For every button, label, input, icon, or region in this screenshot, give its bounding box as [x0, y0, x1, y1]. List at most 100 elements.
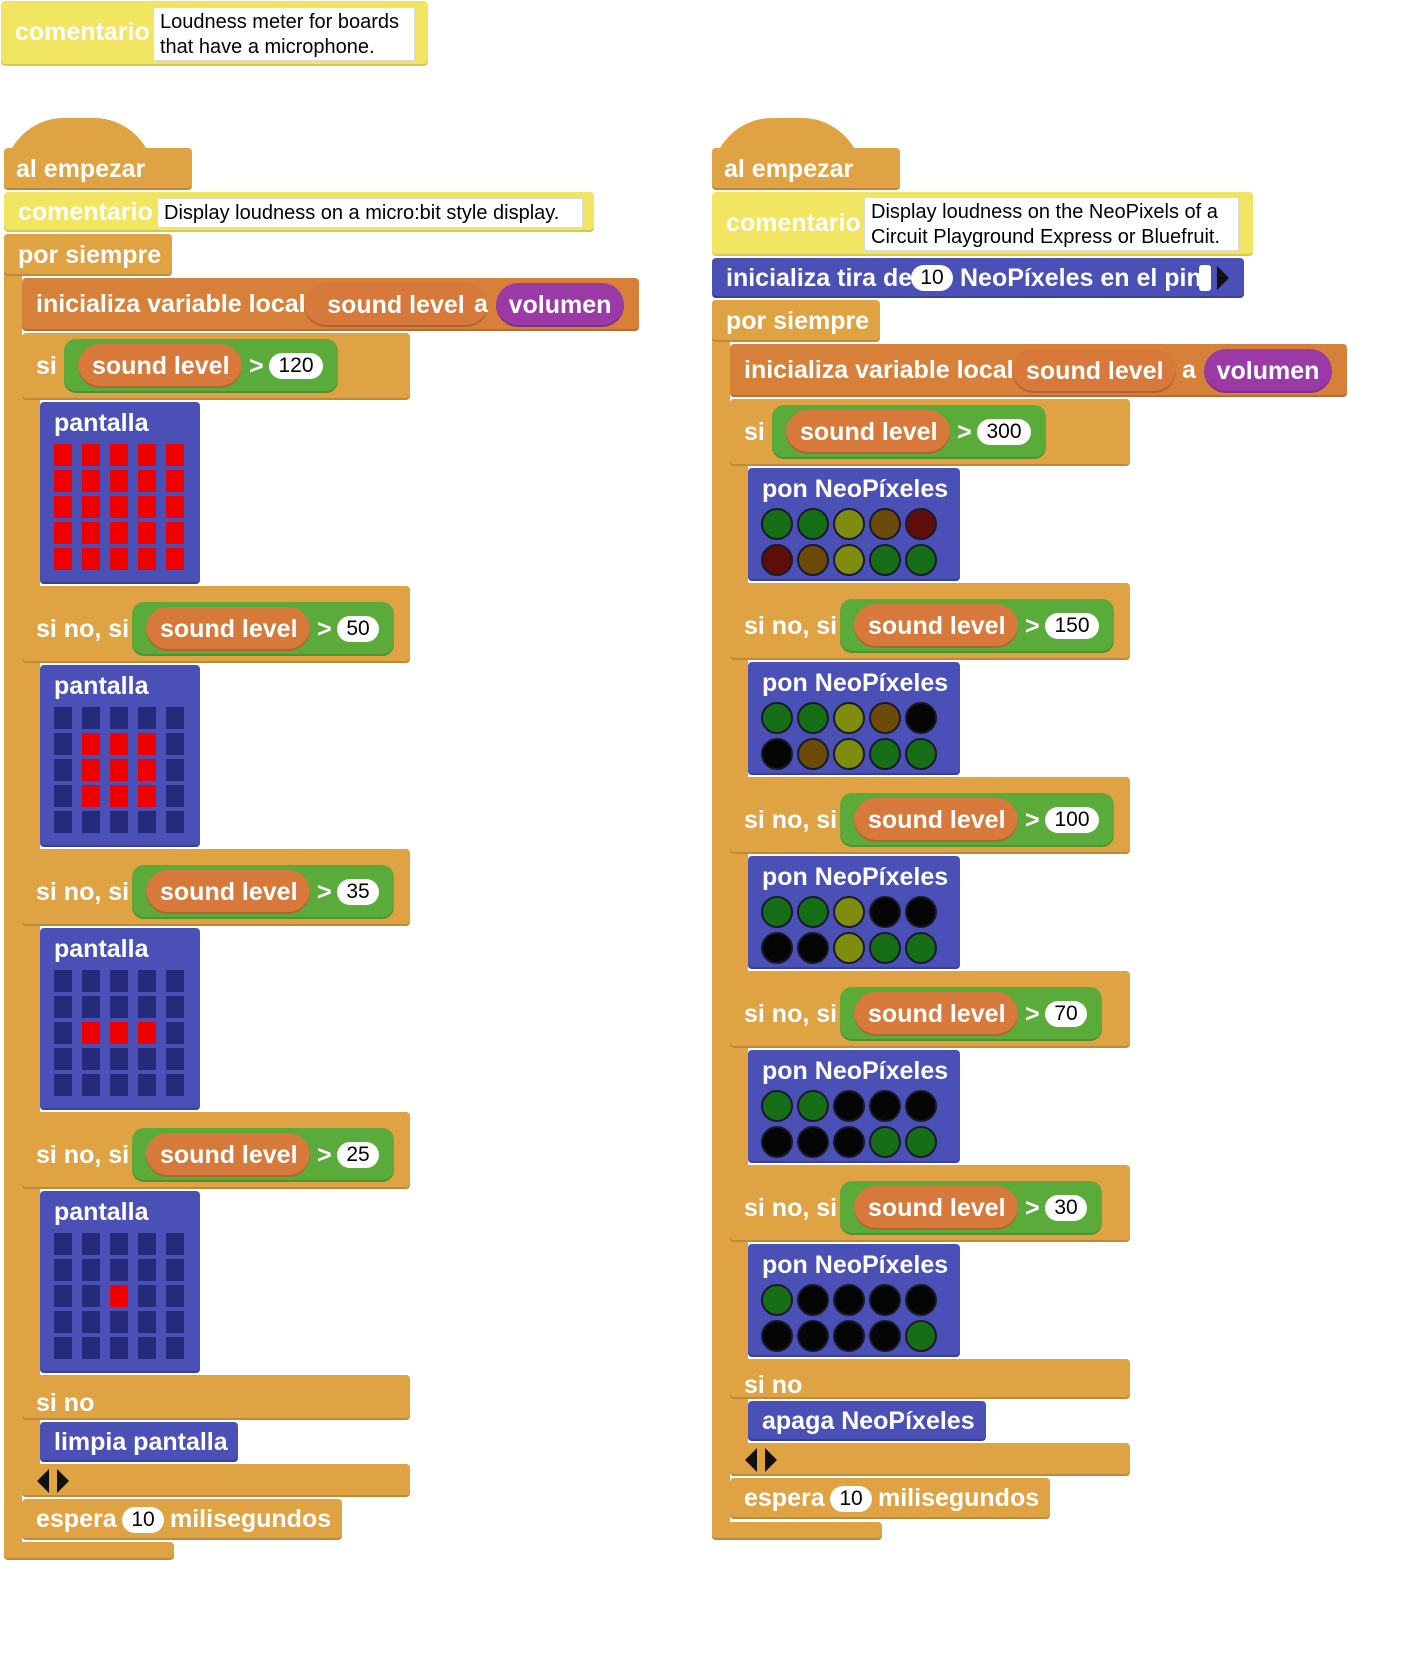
number-input[interactable]: 150 — [1045, 613, 1099, 639]
variable-sound-level[interactable]: sound level — [146, 1133, 310, 1177]
led-off[interactable] — [110, 1259, 128, 1281]
led-on[interactable] — [110, 522, 128, 544]
neopixel-color-swatch[interactable] — [761, 896, 793, 928]
variable-sound-level[interactable]: sound level — [146, 607, 310, 651]
led-off[interactable] — [166, 1022, 184, 1044]
led-off[interactable] — [54, 811, 72, 833]
neopixel-color-swatch[interactable] — [869, 932, 901, 964]
else-if-row[interactable]: si no, si sound level > 150 — [730, 583, 1130, 660]
led-on[interactable] — [138, 496, 156, 518]
neopixel-color-swatch[interactable] — [833, 1126, 865, 1158]
turn-off-neopixels-block[interactable]: apaga NeoPíxeles — [748, 1401, 986, 1441]
led-off[interactable] — [54, 1233, 72, 1255]
led-on[interactable] — [82, 759, 100, 781]
led-off[interactable] — [166, 1285, 184, 1307]
else-if-row[interactable]: si no, si sound level > 35 — [22, 849, 410, 926]
neopixel-color-swatch[interactable] — [833, 738, 865, 770]
variable-sound-level[interactable]: sound level — [854, 604, 1018, 648]
led-off[interactable] — [110, 1233, 128, 1255]
neopixel-grid[interactable] — [761, 896, 937, 964]
led-on[interactable] — [82, 496, 100, 518]
comment-block[interactable]: comentario Display loudness on the NeoPi… — [712, 192, 1253, 256]
pin-dropdown-icon[interactable] — [1217, 266, 1229, 290]
led-on[interactable] — [166, 444, 184, 466]
led-off[interactable] — [54, 1074, 72, 1096]
neopixel-color-swatch[interactable] — [761, 544, 793, 576]
led-off[interactable] — [110, 707, 128, 729]
neopixel-color-swatch[interactable] — [833, 508, 865, 540]
neopixel-color-swatch[interactable] — [797, 1284, 829, 1316]
neopixel-color-swatch[interactable] — [869, 1320, 901, 1352]
neopixel-color-swatch[interactable] — [833, 896, 865, 928]
collapse-left-icon[interactable] — [37, 1469, 49, 1493]
neopixel-grid[interactable] — [761, 1090, 937, 1158]
loudness-input[interactable]: volumen — [496, 283, 624, 327]
led-off[interactable] — [54, 1022, 72, 1044]
else-if-row[interactable]: si no, si sound level > 30 — [730, 1165, 1130, 1242]
led-off[interactable] — [54, 1259, 72, 1281]
led-off[interactable] — [54, 996, 72, 1018]
led-on[interactable] — [138, 548, 156, 570]
neopixel-color-swatch[interactable] — [905, 932, 937, 964]
clear-screen-block[interactable]: limpia pantalla — [40, 1422, 238, 1462]
led-grid[interactable] — [54, 1233, 184, 1359]
neopixel-color-swatch[interactable] — [905, 1090, 937, 1122]
number-input[interactable]: 35 — [337, 879, 379, 905]
led-on[interactable] — [138, 1022, 156, 1044]
led-off[interactable] — [82, 811, 100, 833]
led-off[interactable] — [54, 759, 72, 781]
led-on[interactable] — [138, 470, 156, 492]
neopixel-grid[interactable] — [761, 1284, 937, 1352]
display-block[interactable]: pantalla — [40, 402, 200, 584]
led-off[interactable] — [110, 1074, 128, 1096]
led-on[interactable] — [110, 1285, 128, 1307]
number-input[interactable]: 30 — [1045, 1195, 1087, 1221]
led-off[interactable] — [82, 1074, 100, 1096]
set-neopixels-block[interactable]: pon NeoPíxeles — [748, 1244, 960, 1357]
pin-input-slot[interactable] — [1199, 265, 1211, 291]
led-on[interactable] — [82, 548, 100, 570]
compare-block[interactable]: sound level > 100 — [840, 793, 1114, 847]
neopixel-color-swatch[interactable] — [905, 702, 937, 734]
neopixel-color-swatch[interactable] — [905, 544, 937, 576]
variable-sound-level[interactable]: sound level — [304, 283, 488, 327]
wait-block[interactable]: espera 10 milisegundos — [22, 1499, 342, 1540]
led-off[interactable] — [166, 811, 184, 833]
led-on[interactable] — [166, 522, 184, 544]
neopixel-color-swatch[interactable] — [797, 738, 829, 770]
led-on[interactable] — [54, 548, 72, 570]
led-off[interactable] — [54, 1337, 72, 1359]
loudness-input[interactable]: volumen — [1204, 349, 1332, 393]
led-off[interactable] — [110, 1337, 128, 1359]
set-neopixels-block[interactable]: pon NeoPíxeles — [748, 468, 960, 581]
neopixel-color-swatch[interactable] — [869, 544, 901, 576]
forever-block[interactable]: por siempre — [4, 234, 172, 276]
neopixel-color-swatch[interactable] — [905, 738, 937, 770]
led-on[interactable] — [110, 444, 128, 466]
led-off[interactable] — [54, 733, 72, 755]
led-off[interactable] — [166, 1259, 184, 1281]
variable-sound-level[interactable]: sound level — [854, 992, 1018, 1036]
if-row[interactable]: si sound level > 120 — [22, 333, 410, 400]
led-count-input[interactable]: 10 — [911, 265, 953, 291]
neopixel-color-swatch[interactable] — [833, 932, 865, 964]
variable-sound-level[interactable]: sound level — [786, 410, 950, 454]
led-on[interactable] — [82, 522, 100, 544]
number-input[interactable]: 50 — [337, 616, 379, 642]
compare-block[interactable]: sound level > 120 — [64, 339, 338, 393]
led-off[interactable] — [54, 1311, 72, 1333]
led-on[interactable] — [138, 759, 156, 781]
neopixel-color-swatch[interactable] — [797, 896, 829, 928]
display-block[interactable]: pantalla — [40, 928, 200, 1110]
set-neopixels-block[interactable]: pon NeoPíxeles — [748, 856, 960, 969]
led-off[interactable] — [54, 785, 72, 807]
led-on[interactable] — [110, 496, 128, 518]
neopixel-color-swatch[interactable] — [797, 508, 829, 540]
led-off[interactable] — [138, 1074, 156, 1096]
led-off[interactable] — [166, 785, 184, 807]
led-off[interactable] — [110, 1048, 128, 1070]
neopixel-color-swatch[interactable] — [905, 1284, 937, 1316]
led-off[interactable] — [166, 1048, 184, 1070]
led-off[interactable] — [54, 707, 72, 729]
variable-sound-level[interactable]: sound level — [1012, 349, 1176, 393]
